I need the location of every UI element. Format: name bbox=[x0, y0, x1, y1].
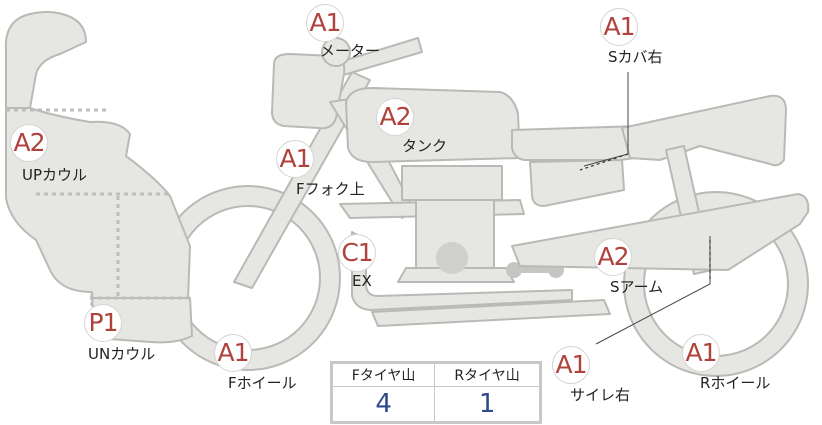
silencer-right-grade-badge: A1 bbox=[552, 346, 590, 384]
front-fork-shape bbox=[233, 71, 371, 289]
s-cover-right-grade-badge: A1 bbox=[600, 8, 638, 46]
exhaust-label: EX bbox=[352, 272, 372, 290]
exhaust-grade-badge: C1 bbox=[338, 234, 376, 272]
tail-shape bbox=[621, 94, 787, 167]
under-cowl-label: UNカウル bbox=[88, 345, 156, 363]
headlight-shape bbox=[271, 53, 346, 130]
upper-cowl-shape bbox=[5, 107, 191, 301]
side-cover-shape bbox=[529, 159, 625, 207]
windscreen-shape bbox=[4, 11, 87, 109]
tank-label: タンク bbox=[402, 137, 448, 155]
tire-tread-table: Fタイヤ山 Rタイヤ山 4 1 bbox=[330, 361, 542, 424]
swing-arm-label: Sアーム bbox=[610, 278, 664, 296]
up-cowl-grade-badge: A2 bbox=[10, 124, 48, 162]
rear-tread-value: 1 bbox=[434, 386, 541, 423]
engine-cover-shape bbox=[436, 242, 468, 274]
s-cover-right-label: Sカバ右 bbox=[608, 48, 663, 66]
rear-wheel-label: Rホイール bbox=[700, 374, 771, 392]
exhaust-pipe-shape bbox=[351, 231, 573, 311]
engine-case-shape bbox=[397, 267, 515, 283]
front-fork-upper-label: Fフォク上 bbox=[296, 180, 365, 198]
s-cover-leader-dash bbox=[579, 153, 629, 171]
up-cowl-label: UPカウル bbox=[22, 166, 88, 184]
front-wheel-grade-badge: A1 bbox=[214, 334, 252, 372]
front-fork-upper-grade-badge: A1 bbox=[276, 140, 314, 178]
rear-tread-header: Rタイヤ山 bbox=[434, 362, 541, 387]
front-tread-value: 4 bbox=[330, 386, 436, 423]
under-cowl-grade-badge: P1 bbox=[84, 304, 122, 342]
meter-grade-badge: A1 bbox=[306, 4, 344, 42]
front-tread-header: Fタイヤ山 bbox=[330, 362, 436, 387]
exhaust-pipe-2-shape bbox=[371, 299, 611, 327]
meter-label: メーター bbox=[320, 42, 381, 60]
tank-grade-badge: A2 bbox=[376, 98, 414, 136]
swing-arm-grade-badge: A2 bbox=[594, 238, 632, 276]
swing-arm-shape bbox=[511, 193, 810, 271]
rear-wheel-grade-badge: A1 bbox=[682, 334, 720, 372]
front-wheel-label: Fホイール bbox=[228, 374, 297, 392]
silencer-right-label: サイレ右 bbox=[570, 386, 631, 404]
engine-block-shape bbox=[401, 165, 503, 201]
